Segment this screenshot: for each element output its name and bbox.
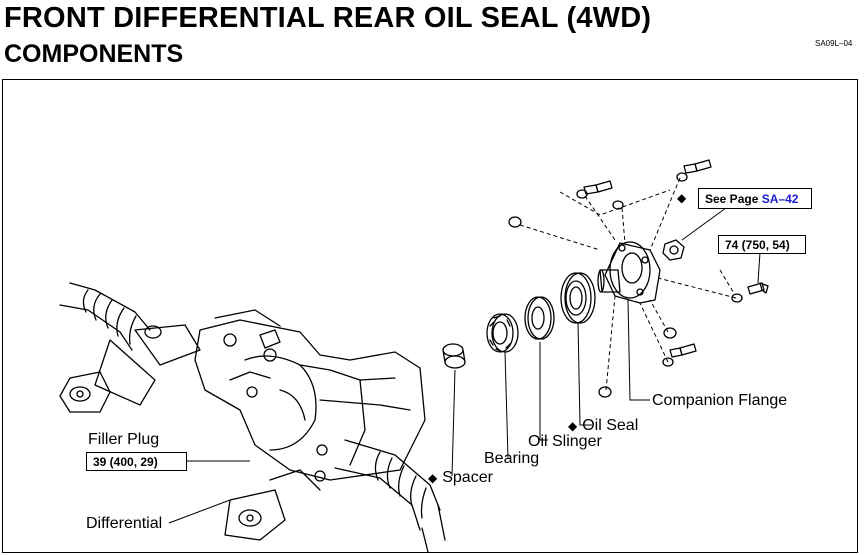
- spacer-text: Spacer: [442, 469, 493, 486]
- diagram-frame: [2, 79, 858, 553]
- oil-slinger-part: [524, 296, 555, 340]
- right-drive-shaft-boot: [334, 439, 446, 553]
- differential-housing: [194, 309, 426, 481]
- non-reusable-mark: ◆: [677, 191, 687, 205]
- torque-filler-box: 39 (400, 29): [86, 452, 187, 471]
- companion-flange-part: [597, 241, 661, 304]
- see-page-link[interactable]: SA–42: [761, 192, 799, 206]
- leader-lines: [168, 204, 761, 524]
- page-title: FRONT DIFFERENTIAL REAR OIL SEAL (4WD): [4, 2, 652, 34]
- bearing-part: [486, 313, 519, 353]
- see-page-prefix: See Page: [705, 192, 759, 206]
- bottom-mount: [224, 444, 328, 541]
- left-drive-shaft-boot: [59, 282, 151, 351]
- alignment-lines: [519, 177, 737, 391]
- spacer-part: [442, 343, 466, 369]
- oil-slinger-label: Oil Slinger: [528, 433, 602, 450]
- reference-code: SA09L–04: [815, 39, 853, 48]
- see-page-callout: See Page SA–42: [698, 188, 812, 209]
- section-title: COMPONENTS: [4, 40, 184, 68]
- differential-label: Differential: [86, 515, 163, 532]
- bearing-label: Bearing: [484, 450, 540, 467]
- companion-flange-label: Companion Flange: [652, 392, 788, 409]
- flange-nut: [662, 239, 685, 261]
- oil-seal-label: ◆ Oil Seal: [568, 418, 638, 434]
- torque-flange-box: 74 (750, 54): [718, 235, 806, 254]
- spacer-label: ◆ Spacer: [428, 470, 493, 486]
- non-reusable-mark: ◆: [428, 471, 438, 485]
- filler-plug-label: Filler Plug: [88, 431, 160, 448]
- non-reusable-mark: ◆: [568, 419, 578, 433]
- flange-bolts: [508, 159, 769, 398]
- left-mount-arm: [59, 324, 201, 413]
- oil-seal-text: Oil Seal: [582, 417, 639, 434]
- oil-seal-part: [560, 272, 596, 324]
